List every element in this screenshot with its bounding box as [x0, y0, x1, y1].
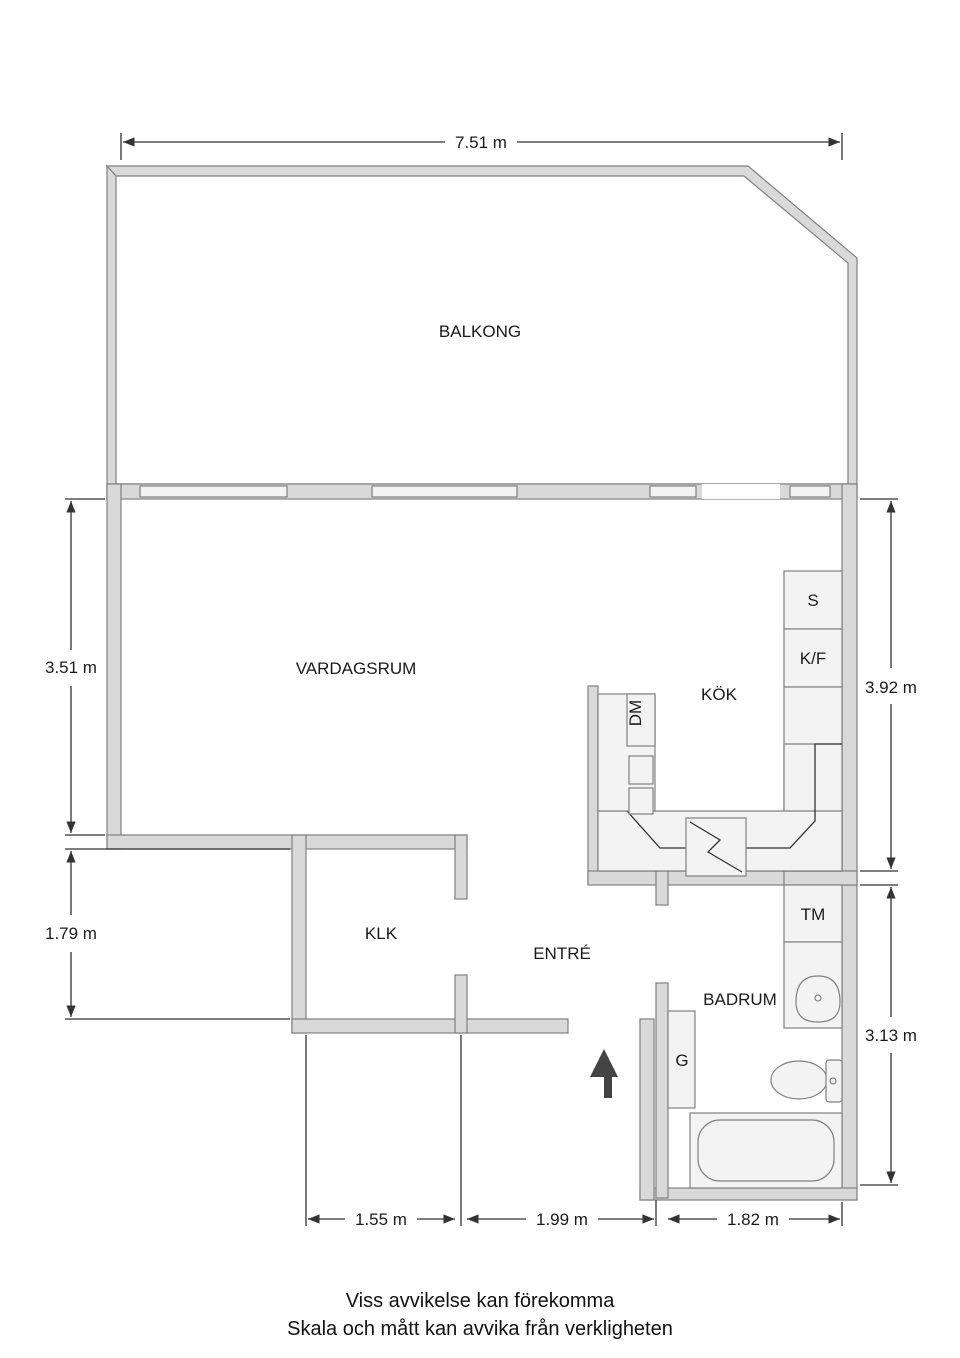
sink-bowl	[628, 755, 654, 785]
washbasin-drain	[814, 994, 822, 1002]
window	[371, 485, 518, 498]
fridge-freezer-label: K/F	[800, 649, 826, 668]
dishwasher	[626, 693, 656, 747]
chimney	[685, 817, 747, 877]
bottom-wall	[291, 1018, 569, 1034]
bathroom-fixtures: TM G	[667, 884, 843, 1189]
toilet-button	[829, 1077, 837, 1085]
closet-left-wall	[291, 834, 307, 1034]
cabinet	[667, 1010, 696, 1109]
dim-bottom-right: 1.82 m	[727, 1210, 779, 1229]
dimension-lines: 7.51 m 3.51 m 1.79 m 3.92 m 3.13 m	[45, 133, 917, 1229]
living-bottom-wall-stub	[454, 834, 468, 900]
sink-bowl	[628, 787, 654, 815]
right-wall	[841, 483, 858, 1201]
window	[789, 485, 831, 498]
dim-total-width: 7.51 m	[455, 133, 507, 152]
cabinet-label: G	[675, 1051, 688, 1070]
dim-bottom-mid: 1.99 m	[536, 1210, 588, 1229]
kitchen-wall-stub	[655, 870, 669, 906]
window	[649, 485, 697, 498]
room-labels: BALKONG VARDAGSRUM KÖK KLK ENTRÉ BADRUM	[296, 322, 777, 1009]
balcony	[105, 164, 858, 499]
dim-badrum-height: 3.13 m	[865, 1026, 917, 1045]
bathroom-bottom-wall	[639, 1187, 858, 1201]
room-label-badrum: BADRUM	[703, 990, 777, 1009]
bathroom-top-wall	[783, 870, 858, 886]
room-label-balkong: BALKONG	[439, 322, 521, 341]
bathroom-inner-wall	[655, 982, 669, 1199]
toilet-bowl	[770, 1060, 828, 1100]
dim-klk-height: 1.79 m	[45, 924, 97, 943]
stove-label: S	[807, 591, 818, 610]
bathroom-left-wall	[639, 1018, 655, 1201]
left-wall	[106, 483, 122, 850]
bathtub-inner	[697, 1119, 835, 1182]
balcony-railing	[105, 164, 858, 499]
dim-vardagsrum-height: 3.51 m	[45, 658, 97, 677]
living-bottom-wall	[106, 834, 468, 850]
closet-right-wall	[454, 974, 468, 1034]
room-label-klk: KLK	[365, 924, 398, 943]
kitchen-fixtures: S K/F DM	[597, 570, 843, 877]
dishwasher-label: DM	[626, 700, 645, 726]
balcony-door-opening	[702, 484, 780, 499]
kitchen-partition	[587, 685, 599, 885]
dim-bottom-left: 1.55 m	[355, 1210, 407, 1229]
window	[139, 485, 288, 498]
electrical-symbol	[689, 821, 743, 873]
dim-kok-height: 3.92 m	[865, 678, 917, 697]
counter-edge	[626, 743, 842, 849]
fridge-freezer	[783, 628, 843, 688]
disclaimer-line-2: Skala och mått kan avvika från verklighe…	[287, 1318, 673, 1340]
walls	[106, 483, 858, 1201]
room-label-entre: ENTRÉ	[533, 944, 591, 963]
entrance-arrow-icon	[590, 1049, 618, 1098]
disclaimer-line-1: Viss avvikelse kan förekomma	[345, 1290, 615, 1312]
washing-machine-label: TM	[801, 905, 826, 924]
room-label-vardagsrum: VARDAGSRUM	[296, 659, 417, 678]
room-label-kok: KÖK	[701, 685, 738, 704]
